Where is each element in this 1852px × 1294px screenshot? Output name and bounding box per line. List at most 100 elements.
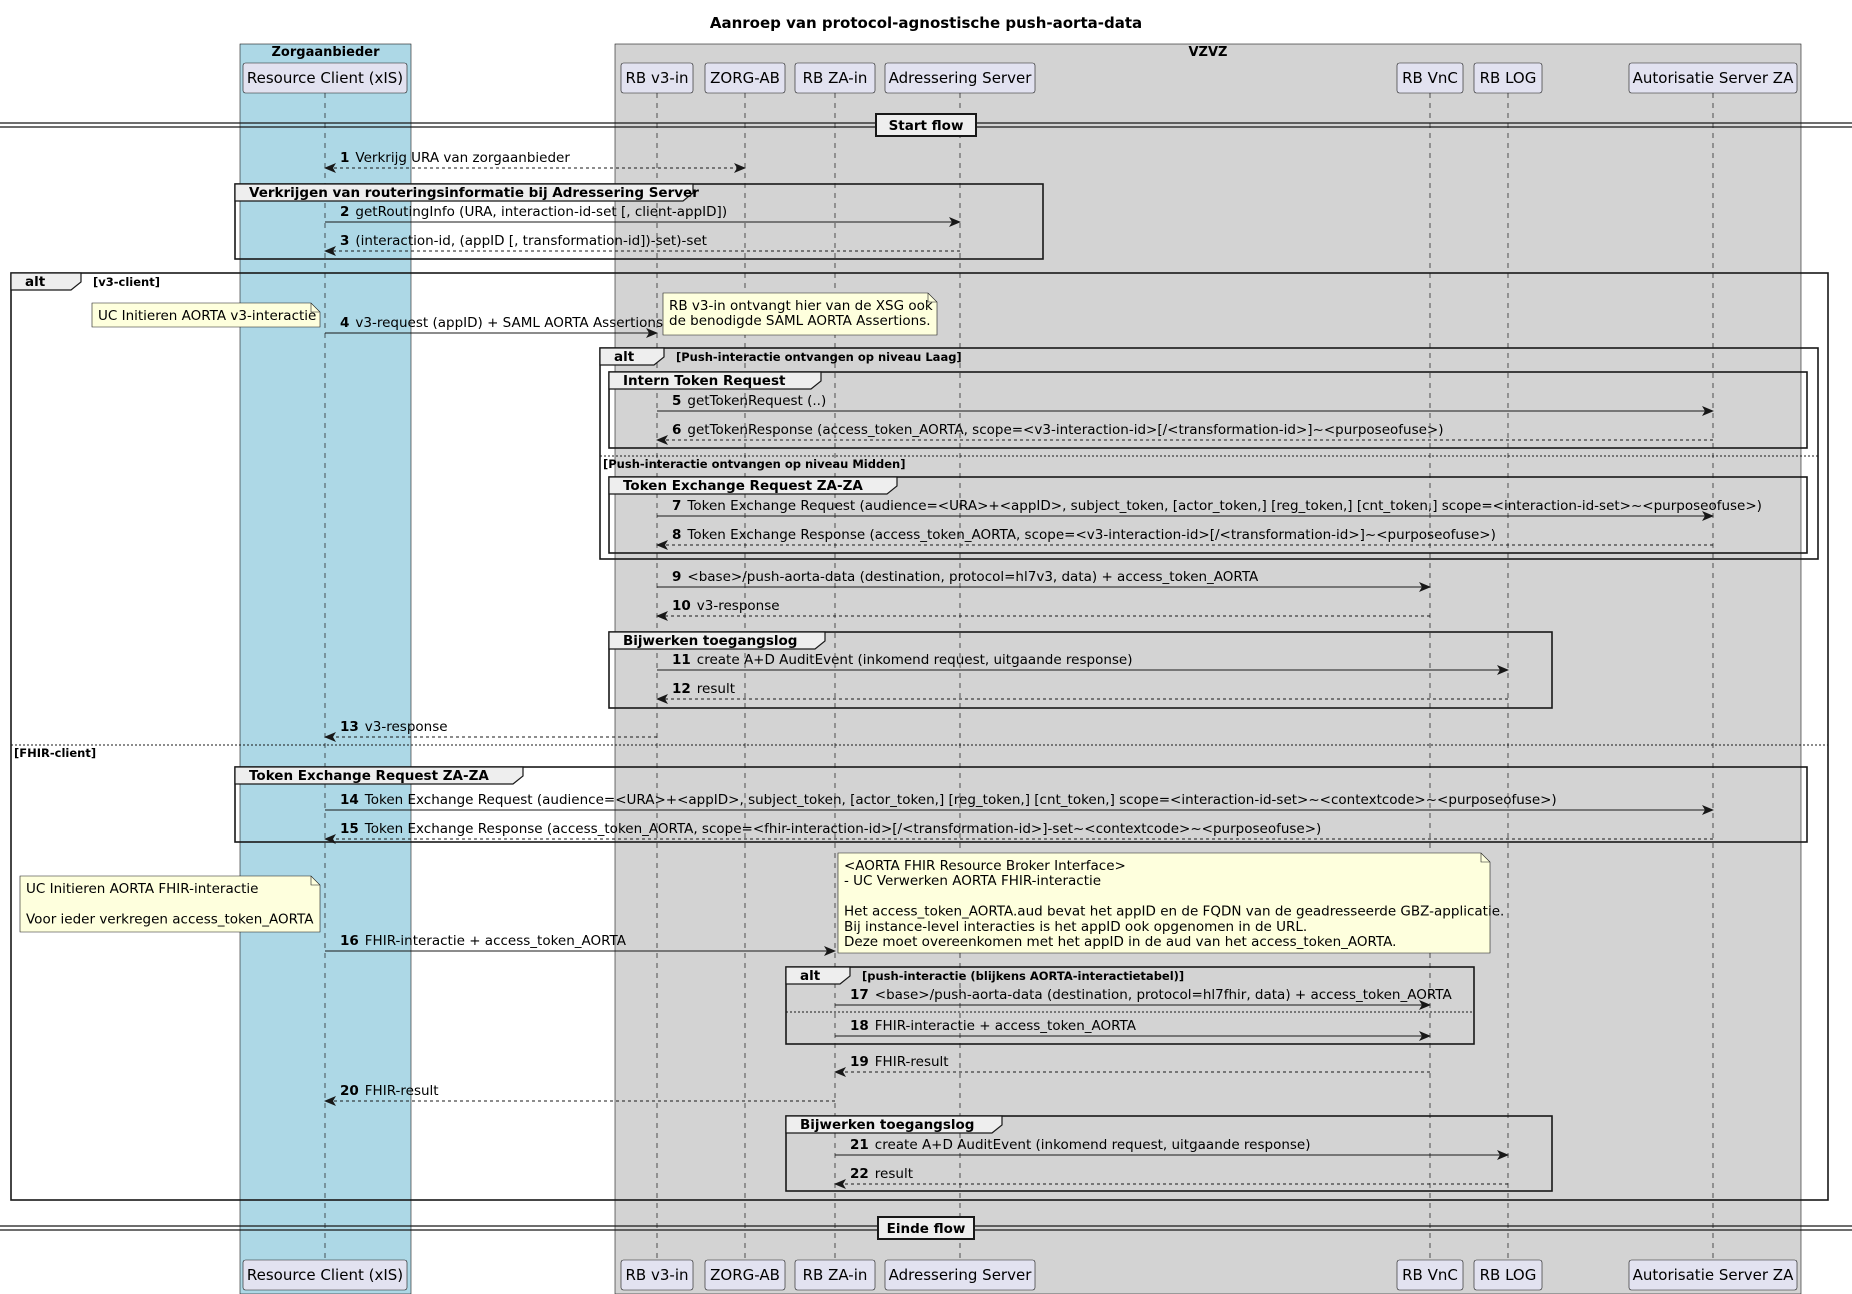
message-1: 1 Verkrijg URA van zorgaanbieder [324, 150, 746, 173]
group-frame-g_tx1: Token Exchange Request ZA-ZA [608, 476, 1808, 554]
participant-zorgab-top [704, 62, 786, 94]
participant-rbvnc-top-label: RB VnC [1402, 69, 1458, 87]
group-condition-g_alt_outer-1: [FHIR-client] [14, 746, 96, 760]
box-label-zorgaanbieder: Zorgaanbieder [272, 45, 381, 60]
message-17: 17 <base>/push-aorta-data (destination, p… [835, 987, 1452, 1010]
message-text: (interaction-id, (appID [, transformatio… [355, 233, 707, 249]
group-label-g_tx2: Token Exchange Request ZA-ZA [249, 768, 489, 784]
note-line-n4-0: <AORTA FHIR Resource Broker Interface> [844, 858, 1126, 874]
group-label-g_intern: Intern Token Request [623, 373, 786, 389]
participant-rbv3-top-label: RB v3-in [626, 69, 689, 87]
message-11: 11 create A+D AuditEvent (inkomend reques… [657, 652, 1509, 675]
message-text: getRoutingInfo (URA, interaction-id-set … [355, 204, 727, 220]
divider-label-end: Einde flow [887, 1221, 966, 1237]
note-line-n4-4: Bij instance-level interacties is het ap… [844, 919, 1307, 935]
participant-adr-top [884, 62, 1036, 94]
group-frame-g_intern: Intern Token Request [608, 371, 1808, 449]
participant-rbza-bottom-label: RB ZA-in [803, 1266, 868, 1284]
message-number: 9 [672, 569, 681, 585]
group-condition-g_alt_outer-0: [v3-client] [93, 275, 160, 289]
group-label-g_routing: Verkrijgen van routeringsinformatie bij … [249, 185, 699, 201]
message-label-8: 8 Token Exchange Response (access_token_A… [672, 527, 1496, 543]
note-line-n3-2: Voor ieder verkregen access_token_AORTA [26, 911, 314, 927]
note-n1: UC Initieren AORTA v3-interactie [91, 302, 321, 328]
message-text: <base>/push-aorta-data (destination, pro… [687, 569, 1259, 585]
participant-rbza-top [794, 62, 876, 94]
participant-rbv3-bottom-label: RB v3-in [626, 1266, 689, 1284]
group-frame-g_tx2: Token Exchange Request ZA-ZA [234, 766, 1808, 843]
participant-auth-top-label: Autorisatie Server ZA [1633, 69, 1794, 87]
message-text: Verkrijg URA van zorgaanbieder [355, 150, 570, 166]
message-number: 5 [672, 393, 681, 409]
participant-zorgab-bottom-label: ZORG-AB [710, 1266, 780, 1284]
participant-auth-bottom-label: Autorisatie Server ZA [1633, 1266, 1794, 1284]
participant-rc-bottom-label: Resource Client (xIS) [247, 1266, 403, 1284]
message-text: FHIR-result [875, 1054, 949, 1070]
group-frame-g_alt_outer: alt [v3-client] [FHIR-client] [10, 272, 1829, 1201]
group-label-g_alt_fhir: alt [800, 968, 821, 984]
note-line-n4-1: - UC Verwerken AORTA FHIR-interactie [844, 873, 1101, 889]
message-label-3: 3 (interaction-id, (appID [, transformati… [340, 233, 707, 249]
group-condition-g_alt_push-0: [Push-interactie ontvangen op niveau Laa… [676, 350, 962, 364]
participant-rbvnc-top [1396, 62, 1464, 94]
message-text: getTokenResponse (access_token_AORTA, sc… [687, 422, 1443, 438]
note-line-n2-1: de benodigde SAML AORTA Assertions. [669, 313, 931, 329]
note-line-n3-0: UC Initieren AORTA FHIR-interactie [26, 881, 259, 897]
message-number: 20 [340, 1083, 359, 1099]
note-n4: <AORTA FHIR Resource Broker Interface>- … [837, 852, 1504, 954]
message-text: Token Exchange Response (access_token_AO… [686, 527, 1495, 543]
message-number: 12 [672, 681, 691, 697]
message-3: 3 (interaction-id, (appID [, transformati… [324, 233, 960, 256]
message-number: 17 [850, 987, 869, 1003]
box-label-vzvz: VZVZ [1189, 45, 1228, 60]
message-9: 9 <base>/push-aorta-data (destination, pr… [657, 569, 1431, 592]
message-text: <base>/push-aorta-data (destination, pro… [875, 987, 1453, 1003]
group-label-g_log1: Bijwerken toegangslog [623, 633, 797, 649]
message-number: 8 [672, 527, 681, 543]
participant-adr-bottom [884, 1259, 1036, 1291]
message-number: 11 [672, 652, 691, 668]
message-text: Token Exchange Request (audience=<URA>+<… [364, 792, 1557, 808]
message-number: 21 [850, 1137, 869, 1153]
group-condition-g_alt_push-1: [Push-interactie ontvangen op niveau Mid… [603, 457, 905, 471]
message-text: create A+D AuditEvent (inkomend request,… [697, 652, 1133, 668]
message-text: FHIR-interactie + access_token_AORTA [365, 933, 627, 949]
divider-label-start: Start flow [889, 118, 964, 134]
message-number: 3 [340, 233, 349, 249]
participant-adr-top-label: Adressering Server [889, 69, 1033, 87]
participant-rc-bottom [242, 1259, 408, 1291]
participant-zorgab-bottom [704, 1259, 786, 1291]
participant-rbza-bottom [794, 1259, 876, 1291]
participant-rblog-top-label: RB LOG [1480, 69, 1537, 87]
message-number: 1 [340, 150, 349, 166]
message-text: result [875, 1166, 913, 1182]
message-text: v3-response [697, 598, 780, 614]
group-label-g_alt_push: alt [614, 349, 635, 365]
participant-rblog-bottom-label: RB LOG [1480, 1266, 1537, 1284]
message-number: 4 [340, 315, 349, 331]
group-frame-g_log1: Bijwerken toegangslog [608, 631, 1553, 709]
group-frame-g_alt_push: alt [Push-interactie ontvangen op niveau … [599, 347, 1819, 560]
message-label-17: 17 <base>/push-aorta-data (destination, p… [850, 987, 1452, 1003]
participant-auth-top [1628, 62, 1798, 94]
participant-rblog-top [1473, 62, 1543, 94]
